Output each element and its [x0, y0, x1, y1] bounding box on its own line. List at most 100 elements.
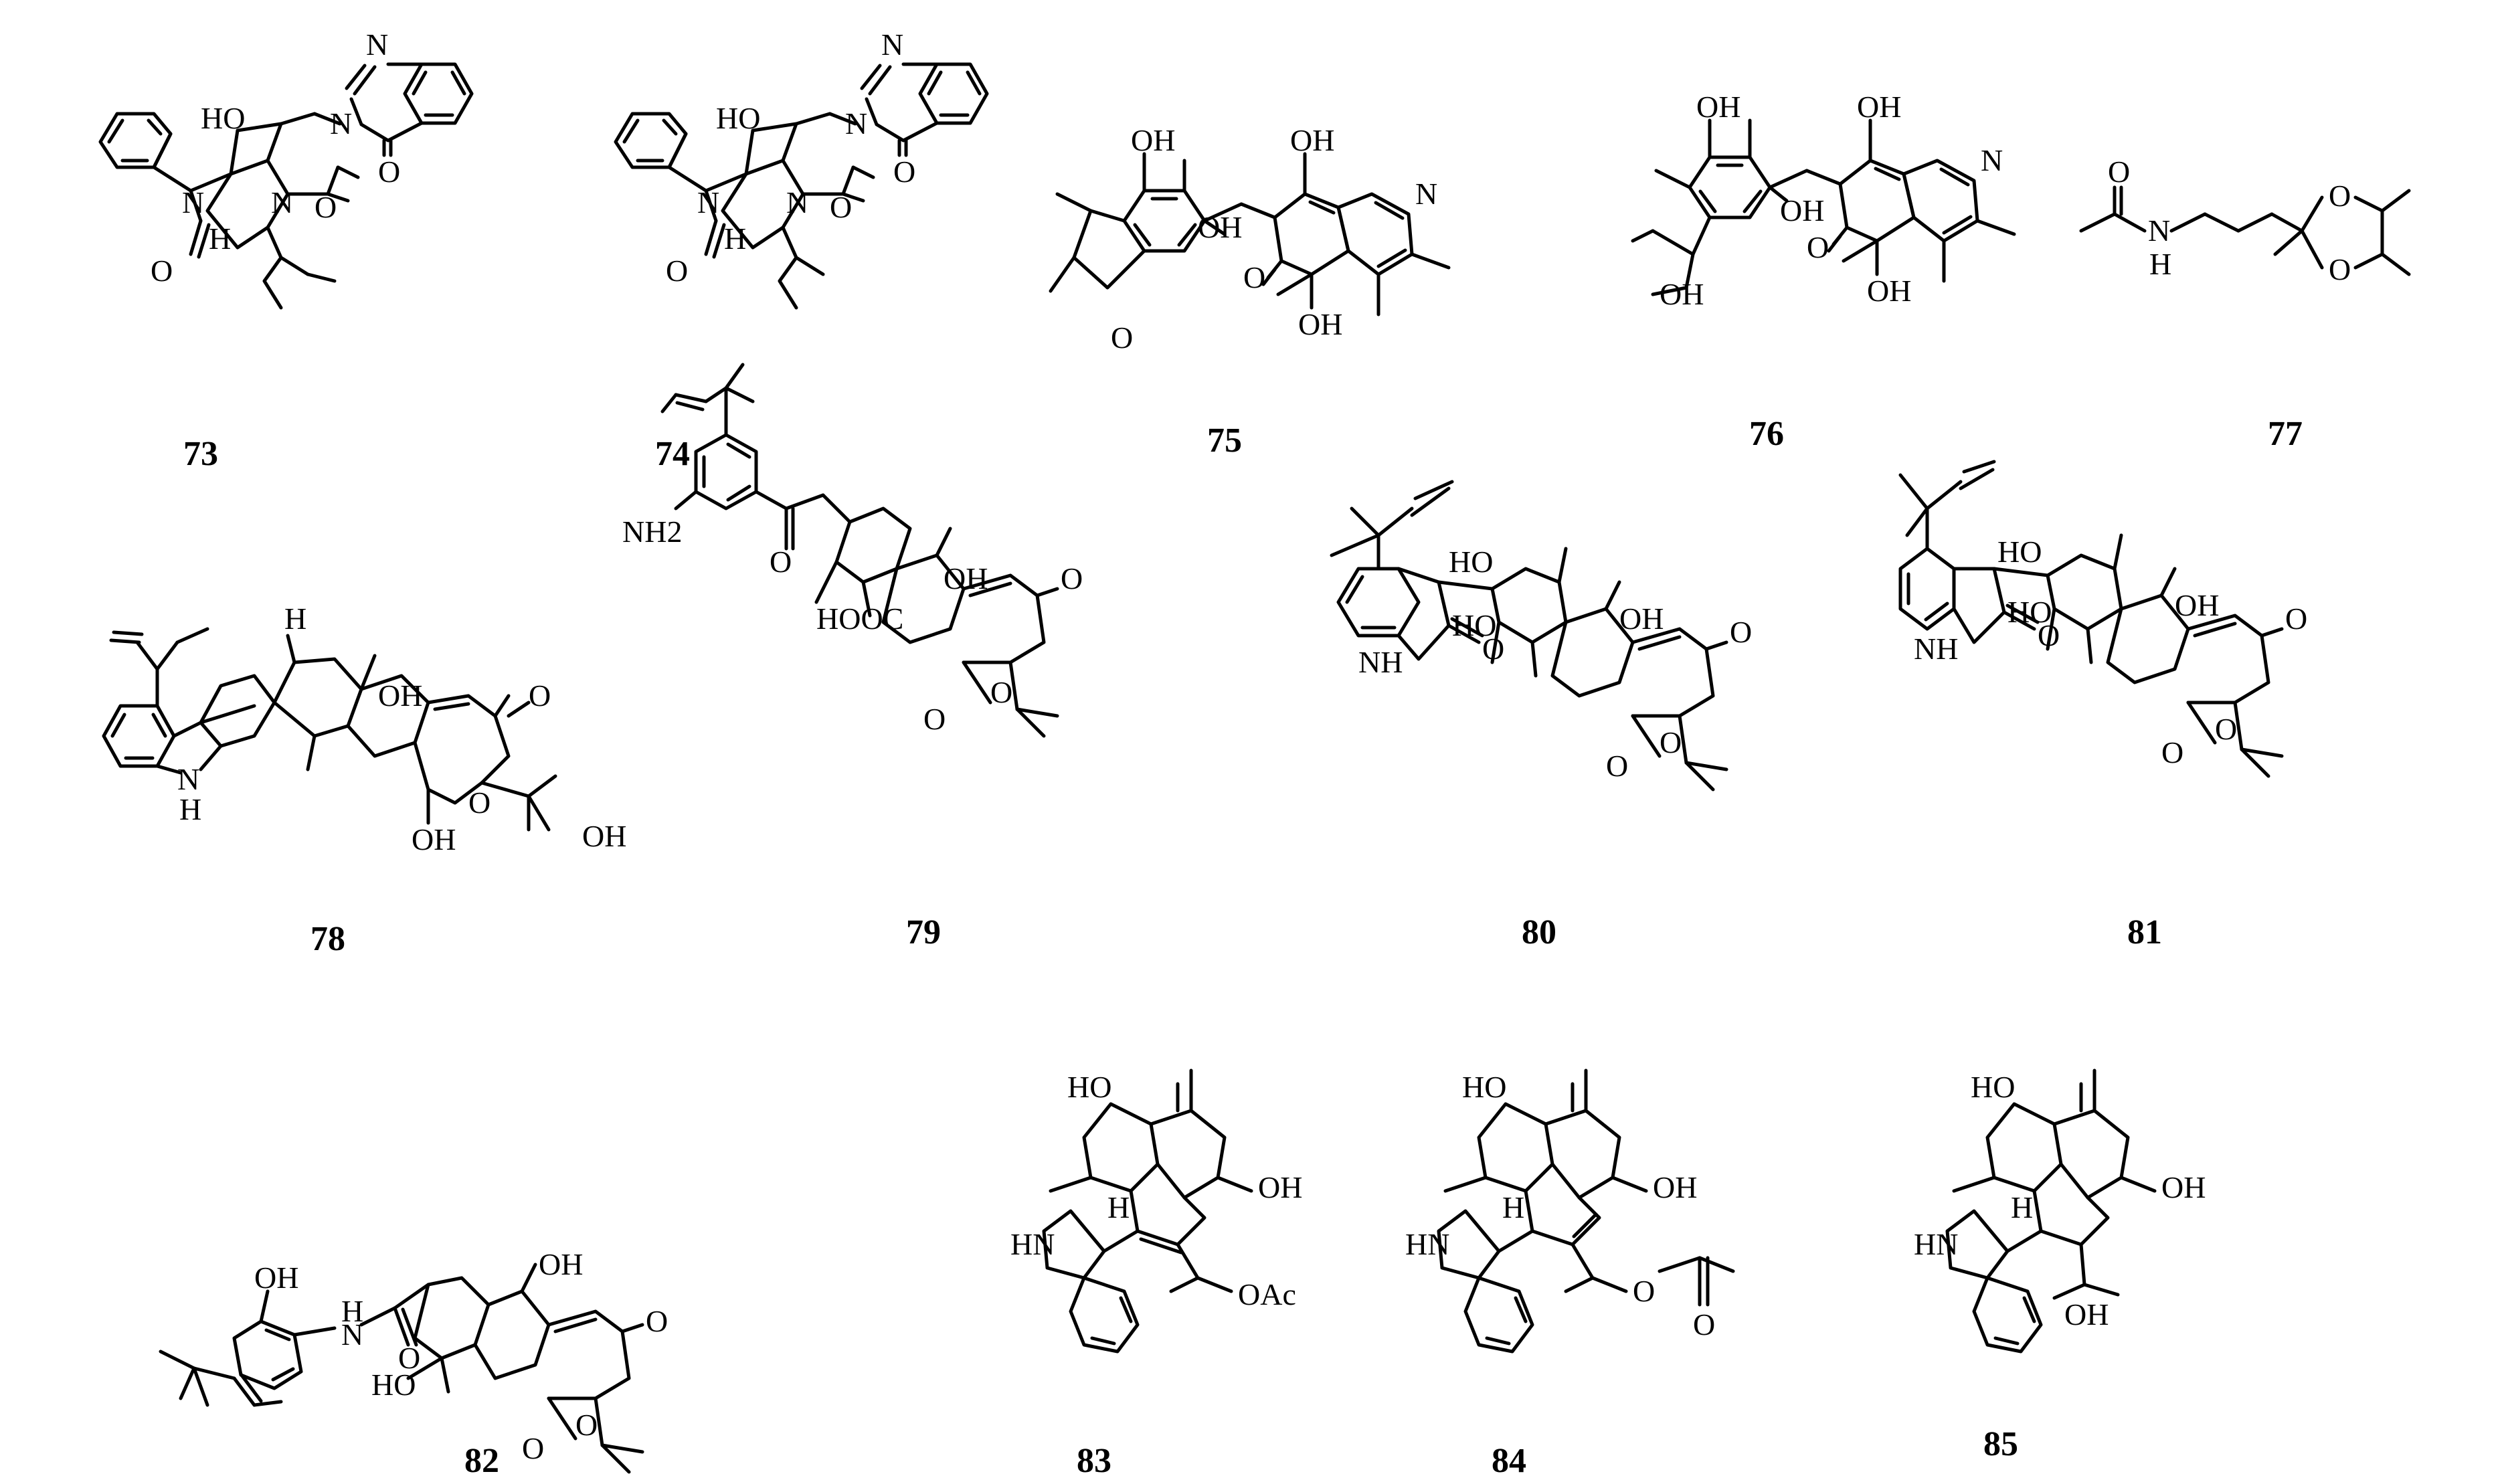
- atom-label: O: [893, 155, 915, 189]
- atom-label: O: [315, 190, 337, 224]
- atom-label: N: [182, 185, 204, 219]
- atom-label: HO: [1971, 1070, 2015, 1104]
- atom-label: O: [2329, 252, 2351, 286]
- atom-label: OH: [412, 822, 456, 856]
- atom-label: OH: [1290, 123, 1334, 157]
- atom-label: H: [1107, 1190, 1130, 1224]
- atom-label: H: [724, 221, 746, 256]
- atom-label: O: [990, 675, 1012, 709]
- atom-label: H: [2149, 247, 2171, 281]
- atom-label: HO: [371, 1368, 416, 1402]
- structure-82: [159, 1263, 644, 1474]
- atom-label: O: [1606, 749, 1628, 783]
- atom-label: N: [786, 185, 808, 219]
- atom-label: H: [341, 1294, 363, 1328]
- structure-75: [1049, 152, 1451, 316]
- atom-label: OH: [2175, 588, 2219, 622]
- atom-label: HN: [1914, 1227, 1958, 1261]
- atom-label: OH: [1780, 193, 1824, 227]
- atom-label: HOOC: [816, 601, 903, 636]
- compound-number: 82: [464, 1442, 499, 1480]
- atom-label: HO: [1997, 535, 2042, 569]
- atom-label: N: [330, 106, 352, 141]
- atom-label: O: [468, 785, 490, 820]
- atom-label: N: [1415, 177, 1437, 211]
- atom-label: NH2: [622, 515, 682, 549]
- atom-label: O: [378, 155, 400, 189]
- compound-number: 76: [1749, 415, 1784, 453]
- compound-number: 79: [906, 913, 941, 951]
- atom-label: O: [2161, 735, 2183, 769]
- atom-label: O: [1633, 1274, 1655, 1308]
- atom-label: OH: [1660, 277, 1704, 311]
- structure-79: [660, 363, 1059, 738]
- compound-number: 80: [1522, 913, 1556, 951]
- structure-84: [1437, 1069, 1735, 1354]
- compound-numbers: 73 74 75 76 77 78 79 80 81 82 83 84 85: [183, 415, 2303, 1480]
- compound-number: 83: [1077, 1442, 1111, 1480]
- atom-label: O: [770, 545, 792, 579]
- atom-label: O: [1111, 320, 1133, 355]
- atom-label: O: [2215, 712, 2237, 746]
- atom-label: HN: [1010, 1227, 1055, 1261]
- atom-label: O: [1807, 230, 1829, 264]
- atom-label: OH: [1696, 90, 1740, 124]
- atom-label: H: [2011, 1190, 2033, 1224]
- atom-label: O: [1482, 632, 1504, 666]
- atom-label: O: [646, 1304, 668, 1338]
- atom-label: NH: [1358, 645, 1403, 679]
- atom-label: OH: [2161, 1170, 2206, 1204]
- atom-label: O: [1061, 561, 1083, 595]
- structure-80: [1330, 480, 1728, 792]
- atom-label: O: [575, 1408, 598, 1442]
- atom-label: O: [1660, 725, 1682, 759]
- atom-label: N: [2148, 213, 2170, 248]
- atom-label: OH: [1131, 123, 1175, 157]
- atom-label: HO: [1452, 608, 1496, 642]
- atom-label: HO: [2007, 595, 2052, 629]
- atom-label: HO: [1449, 545, 1493, 579]
- structure-74: [614, 62, 989, 310]
- atom-label: OH: [2064, 1297, 2109, 1331]
- atom-label: HO: [201, 101, 245, 135]
- compound-number: 73: [183, 435, 218, 473]
- atom-label: O: [2285, 601, 2307, 636]
- atom-label: OH: [254, 1261, 298, 1295]
- atom-label: N: [881, 27, 903, 62]
- atom-label: HO: [1067, 1070, 1111, 1104]
- atom-label: OH: [1298, 307, 1342, 341]
- atom-label: O: [923, 702, 946, 736]
- atom-label: N: [697, 185, 719, 219]
- atom-labels: N N O HO O N N H O N N O HO O N N H O OH…: [151, 27, 2351, 1465]
- atom-label: N: [341, 1317, 363, 1352]
- atom-label: OH: [1198, 210, 1242, 244]
- atom-label: HN: [1405, 1227, 1449, 1261]
- atom-label: O: [830, 190, 852, 224]
- atom-label: O: [2038, 618, 2060, 652]
- compound-number: 85: [1983, 1425, 2018, 1463]
- atom-label: OH: [1258, 1170, 1302, 1204]
- atom-label: NH: [1914, 632, 1958, 666]
- atom-label: O: [522, 1431, 544, 1465]
- atom-label: OH: [582, 819, 626, 853]
- compound-number: 74: [655, 435, 690, 473]
- atom-label: OH: [1619, 601, 1664, 636]
- atom-label: OAc: [1238, 1277, 1296, 1311]
- atom-label: OH: [1867, 274, 1911, 308]
- structure-77: [2079, 185, 2411, 276]
- atom-label: N: [366, 27, 388, 62]
- atom-label: OH: [1857, 90, 1901, 124]
- compound-number: 77: [2268, 415, 2303, 453]
- atom-label: OH: [539, 1247, 583, 1281]
- atom-label: H: [1502, 1190, 1524, 1224]
- compound-number: 75: [1207, 422, 1242, 460]
- compound-number: 81: [2127, 913, 2162, 951]
- structure-81: [1898, 460, 2284, 778]
- atom-label: O: [398, 1341, 420, 1375]
- atom-label: O: [151, 254, 173, 288]
- atom-label: OH: [944, 561, 988, 595]
- atom-label: H: [284, 601, 306, 636]
- atom-label: HO: [1462, 1070, 1506, 1104]
- atom-label: N: [177, 762, 199, 796]
- structure-76: [1631, 118, 2016, 296]
